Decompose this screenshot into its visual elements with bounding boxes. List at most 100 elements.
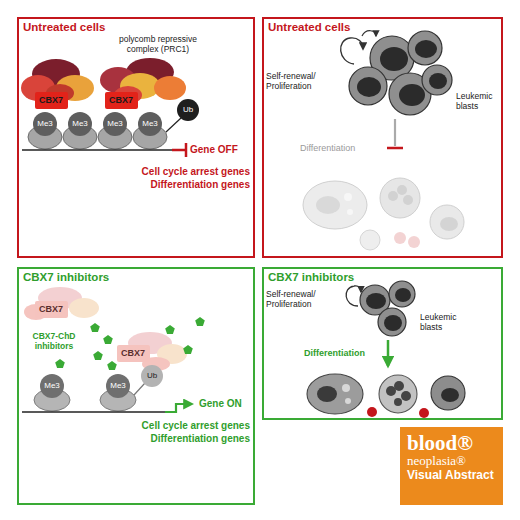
inhibition-bar xyxy=(172,143,186,157)
cbx7-protein: CBX7 xyxy=(35,92,68,109)
inhibition-bar xyxy=(185,143,188,157)
methyl-mark: Me3 xyxy=(103,112,127,136)
faded-differentiated-cells xyxy=(303,181,367,229)
node-text: Me3 xyxy=(37,120,53,128)
leukemic-blast xyxy=(389,281,415,307)
node-text: CBX7 xyxy=(121,349,145,358)
node-text: CBX7 xyxy=(109,96,133,105)
ubiquitin-mark: Ub xyxy=(177,99,199,121)
process-label: Differentiation xyxy=(300,143,376,153)
inhibitor-molecule xyxy=(183,345,193,354)
gene-label: Differentiation genes xyxy=(110,433,250,445)
node-text: neoplasia® xyxy=(407,454,496,469)
node-text: Me3 xyxy=(107,120,123,128)
gene-state: Gene OFF xyxy=(190,144,250,156)
faded-differentiated-cells xyxy=(347,209,353,215)
leukemic-blast xyxy=(366,293,386,309)
methyl-mark: Me3 xyxy=(40,374,64,398)
node-text: blood® xyxy=(407,432,496,454)
activation-arrow xyxy=(165,404,192,412)
differentiated-cells xyxy=(419,408,429,418)
faded-differentiated-cells xyxy=(430,205,464,239)
differentiated-cells xyxy=(307,374,465,418)
differentiated-cells xyxy=(401,391,411,401)
process-label: Self-renewal/ Proliferation xyxy=(266,72,330,92)
faded-differentiated-cells xyxy=(408,236,420,248)
blocked-differentiation-arrow xyxy=(394,119,396,146)
leukemic-blast xyxy=(384,315,402,331)
self-renewal-arrow xyxy=(346,286,361,306)
differentiated-cells xyxy=(345,398,351,404)
differentiated-cells xyxy=(431,376,465,410)
prc1-complex xyxy=(154,76,186,100)
differentiated-cells xyxy=(441,388,459,402)
self-renewal-arrow xyxy=(341,38,363,64)
panel: Untreated cellsCBX7 CBX7Me3 Me3 Me3 Me3 Ub pol… xyxy=(17,17,255,258)
node-text: Me3 xyxy=(44,382,60,390)
differentiated-cells xyxy=(379,375,417,413)
node-text: Untreated cells xyxy=(23,21,105,34)
inhibitor-molecule xyxy=(55,317,205,370)
leukemic-blast xyxy=(429,73,447,89)
faded-differentiated-cells xyxy=(394,232,406,244)
self-renewal-arrow xyxy=(346,286,361,306)
self-renewal-arrow xyxy=(362,31,376,36)
faded-differentiated-cells xyxy=(403,195,413,205)
blocked-differentiation-arrow xyxy=(387,147,403,150)
leukemic-blast xyxy=(399,84,425,106)
process-label: Self-renewal/ Proliferation xyxy=(266,290,330,310)
faded-differentiated-cells xyxy=(440,217,458,231)
differentiation-arrow xyxy=(388,340,389,366)
node-text: Ub xyxy=(147,372,157,380)
node-text: CBX7 inhibitors xyxy=(23,271,109,284)
leukemic-blast xyxy=(349,67,387,105)
leukemic-blast xyxy=(380,47,408,71)
leukemic-blast xyxy=(422,65,452,95)
gene-state: Gene ON xyxy=(199,398,251,410)
blocked-differentiation-arrow xyxy=(387,119,403,148)
journal-logo: blood®neoplasia®Visual Abstract xyxy=(400,427,503,505)
inhibitor-molecule xyxy=(103,335,113,344)
methyl-mark: Me3 xyxy=(138,112,162,136)
inhibitor-molecule xyxy=(107,361,117,370)
dna-strand xyxy=(166,118,181,132)
gene-label: Cell cycle arrest genes xyxy=(110,166,250,178)
panel: CBX7 inhibitorsSelf-renewal/ Proliferati… xyxy=(262,267,503,420)
faded-differentiated-cells xyxy=(397,185,407,195)
differentiated-cells xyxy=(317,386,337,402)
methyl-mark: Me3 xyxy=(68,112,92,136)
cbx7-protein: CBX7 xyxy=(117,345,150,362)
differentiated-cells xyxy=(367,407,377,417)
node-text: CBX7 xyxy=(39,305,63,314)
node-text: Me3 xyxy=(110,382,126,390)
leukemic-blast xyxy=(349,31,452,115)
inhibitor-molecule xyxy=(165,325,175,334)
differentiated-cells xyxy=(394,398,402,406)
node-text: CBX7 xyxy=(39,96,63,105)
leukemic-blast xyxy=(408,31,442,65)
leukemic-blast xyxy=(378,308,406,336)
node-text: Me3 xyxy=(72,120,88,128)
inhibitor-molecule xyxy=(90,323,100,332)
node-text: Me3 xyxy=(142,120,158,128)
leukemic-blast xyxy=(415,40,437,58)
inhibitor-molecule xyxy=(195,317,205,326)
faded-differentiated-cells xyxy=(303,178,464,250)
methyl-mark: Me3 xyxy=(33,112,57,136)
inhibition-bar xyxy=(172,149,185,152)
cell-label: Leukemic blasts xyxy=(420,313,472,333)
dna-strand xyxy=(22,149,172,151)
inhibitor-molecule xyxy=(55,359,65,368)
differentiated-cells xyxy=(307,374,363,414)
faded-differentiated-cells xyxy=(380,178,420,218)
node-text: Visual Abstract xyxy=(407,469,496,483)
faded-differentiated-cells xyxy=(360,230,380,250)
gene-label: Differentiation genes xyxy=(110,179,250,191)
panel: Untreated cellsSelf-renewal/ Proliferati… xyxy=(262,17,503,258)
node-text: CBX7 inhibitors xyxy=(268,271,354,284)
activation-arrow xyxy=(165,404,192,412)
cbx7-protein: CBX7 xyxy=(35,301,68,318)
inhibitor-molecule xyxy=(93,351,103,360)
complex-label: polycomb repressive complex (PRC1) xyxy=(112,35,204,55)
